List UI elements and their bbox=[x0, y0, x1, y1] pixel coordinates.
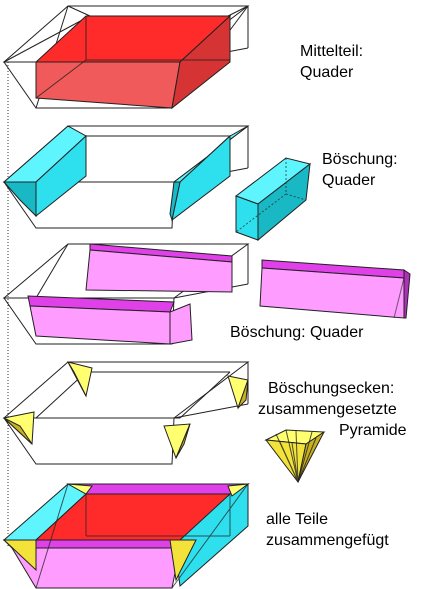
label-boeschung2: Böschung: Quader bbox=[230, 324, 364, 341]
stage-boeschung-magenta bbox=[2, 243, 411, 345]
pyramid-single-right bbox=[297, 431, 325, 483]
pyramid-back-right-side bbox=[237, 379, 249, 409]
label-ecken-line1: Böschungsecken: bbox=[268, 380, 394, 397]
label-ecken-line3: Pyramide bbox=[339, 422, 407, 439]
final-front-magenta bbox=[11, 547, 181, 589]
label-alle-line1: alle Teile bbox=[266, 511, 328, 528]
cyan-right-front bbox=[169, 181, 181, 222]
pyramid-front-right bbox=[163, 423, 191, 460]
label-boeschung1-line1: Böschung: bbox=[322, 151, 398, 168]
cyan-single-front bbox=[235, 195, 259, 241]
final-corner-front-right bbox=[169, 539, 197, 582]
final-back-magenta bbox=[66, 483, 250, 495]
label-mittelteil-line2: Quader bbox=[300, 64, 354, 81]
pyramid-front-right-side bbox=[175, 423, 191, 459]
stage-boeschung-cyan bbox=[2, 125, 312, 242]
mittelteil-front-face bbox=[35, 61, 181, 109]
magenta-front-face bbox=[29, 305, 171, 345]
pyramid-back-left-side bbox=[67, 361, 87, 397]
stage-mittelteil bbox=[2, 5, 250, 110]
magenta-back-face bbox=[85, 249, 233, 293]
label-mittelteil-line1: Mittelteil: bbox=[300, 43, 363, 60]
magenta-front-side bbox=[169, 303, 193, 345]
pyramid-front-left-side bbox=[3, 417, 33, 445]
stage-boeschungsecken bbox=[2, 361, 326, 484]
stage-alle-teile bbox=[2, 483, 250, 589]
label-alle-line2: zusammengefügt bbox=[266, 532, 389, 549]
cyan-left-face bbox=[35, 134, 87, 218]
final-corner-back-right bbox=[227, 483, 250, 497]
label-ecken-line2: zusammengesetzte bbox=[258, 401, 397, 418]
final-corner-front-left bbox=[2, 539, 37, 572]
magenta-single-side bbox=[403, 269, 411, 319]
label-boeschung1-line2: Quader bbox=[322, 172, 376, 189]
cyan-left-front bbox=[2, 181, 37, 218]
mittelteil-side-face bbox=[171, 14, 231, 110]
final-corner-back-left bbox=[67, 483, 93, 495]
